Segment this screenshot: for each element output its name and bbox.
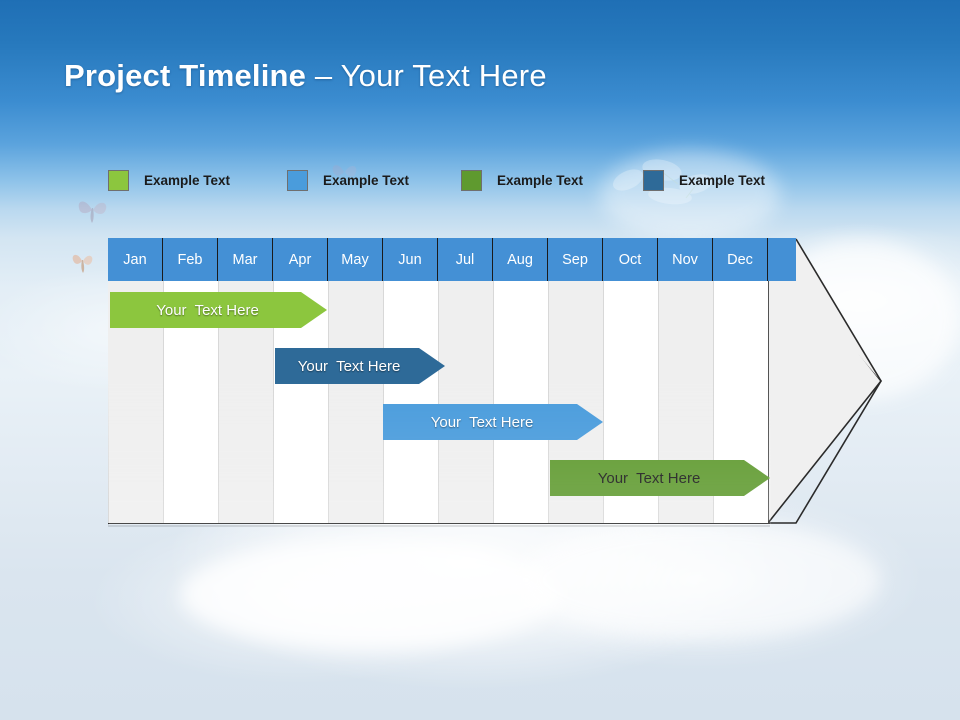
butterfly-icon	[332, 165, 357, 177]
page-title: Project Timeline – Your Text Here	[64, 58, 547, 94]
cloud-wisp	[180, 540, 560, 650]
task-bar-4[interactable]: Your Text Here	[550, 460, 770, 496]
month-column-may: May	[328, 238, 383, 524]
cloud-wisp	[600, 150, 780, 240]
legend-swatch-icon	[643, 170, 664, 191]
butterfly-icon	[72, 254, 93, 273]
month-column-feb: Feb	[163, 238, 218, 524]
month-header-aug[interactable]: Aug	[493, 238, 548, 281]
column-separator	[493, 281, 494, 523]
month-header-mar[interactable]: Mar	[218, 238, 273, 281]
legend-item-4[interactable]: Example Text	[643, 170, 765, 191]
task-bar-shape	[275, 348, 445, 384]
column-band	[493, 281, 548, 523]
title-light: – Your Text Here	[306, 58, 547, 93]
column-separator	[713, 281, 714, 523]
month-header-jul[interactable]: Jul	[438, 238, 493, 281]
legend-item-2[interactable]: Example Text	[287, 170, 409, 191]
task-bar-shape	[383, 404, 603, 440]
month-column-jan: Jan	[108, 238, 163, 524]
month-header-may[interactable]: May	[328, 238, 383, 281]
month-header-oct[interactable]: Oct	[603, 238, 658, 281]
month-column-jul: Jul	[438, 238, 493, 524]
legend-item-3[interactable]: Example Text	[461, 170, 583, 191]
legend-item-1[interactable]: Example Text	[108, 170, 230, 191]
month-header-jun[interactable]: Jun	[383, 238, 438, 281]
legend-label: Example Text	[144, 173, 231, 188]
month-header-feb[interactable]: Feb	[163, 238, 218, 281]
task-bar-2[interactable]: Your Text Here	[275, 348, 445, 384]
month-header-jan[interactable]: Jan	[108, 238, 163, 281]
legend-label: Example Text	[497, 173, 584, 188]
column-separator	[163, 281, 164, 523]
column-separator	[548, 281, 549, 523]
legend-swatch-icon	[461, 170, 482, 191]
column-separator	[438, 281, 439, 523]
column-separator	[273, 281, 274, 523]
column-separator	[218, 281, 219, 523]
title-strong: Project Timeline	[64, 58, 307, 93]
butterfly-icon	[78, 201, 107, 223]
header-tail	[768, 238, 796, 281]
legend-label: Example Text	[323, 173, 410, 188]
legend-swatch-icon	[287, 170, 308, 191]
column-separator	[658, 281, 659, 523]
month-header-dec[interactable]: Dec	[713, 238, 768, 281]
column-separator	[328, 281, 329, 523]
task-bar-shape	[550, 460, 770, 496]
month-header-sep[interactable]: Sep	[548, 238, 603, 281]
column-separator	[383, 281, 384, 523]
legend-swatch-icon	[108, 170, 129, 191]
month-header-nov[interactable]: Nov	[658, 238, 713, 281]
legend-label: Example Text	[679, 173, 766, 188]
flower-sparkle-icon	[613, 159, 713, 205]
task-bar-3[interactable]: Your Text Here	[383, 404, 603, 440]
cloud-wisp	[520, 520, 880, 640]
column-separator	[603, 281, 604, 523]
month-header-apr[interactable]: Apr	[273, 238, 328, 281]
column-band	[328, 281, 383, 523]
task-bar-1[interactable]: Your Text Here	[110, 292, 327, 328]
month-column-jun: Jun	[383, 238, 438, 524]
column-band	[383, 281, 438, 523]
column-band	[438, 281, 493, 523]
month-column-mar: Mar	[218, 238, 273, 524]
task-bar-shape	[110, 292, 327, 328]
month-column-aug: Aug	[493, 238, 548, 524]
